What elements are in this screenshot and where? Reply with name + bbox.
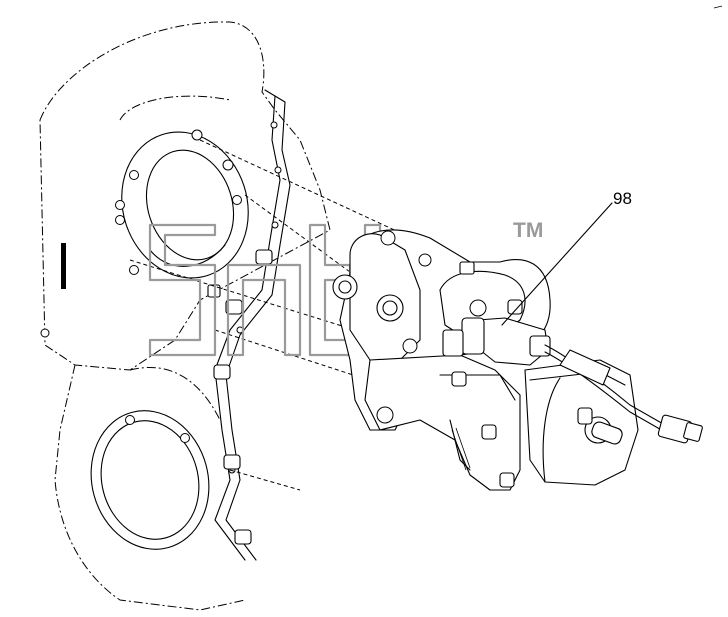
solenoid-housing (524, 359, 639, 486)
gasket-strip (214, 89, 291, 561)
pump-lower-housing (364, 354, 521, 491)
callout-98: 98 (501, 189, 632, 326)
gear-housing-cover (39, 21, 331, 611)
upper-bore (40, 129, 249, 338)
lower-bore (90, 410, 210, 550)
watermark-trademark: TM (513, 219, 543, 242)
serial-strip (61, 243, 66, 289)
callout-98-label: 98 (613, 189, 632, 208)
pump-sensor (442, 317, 703, 444)
corner-mark (713, 5, 723, 9)
